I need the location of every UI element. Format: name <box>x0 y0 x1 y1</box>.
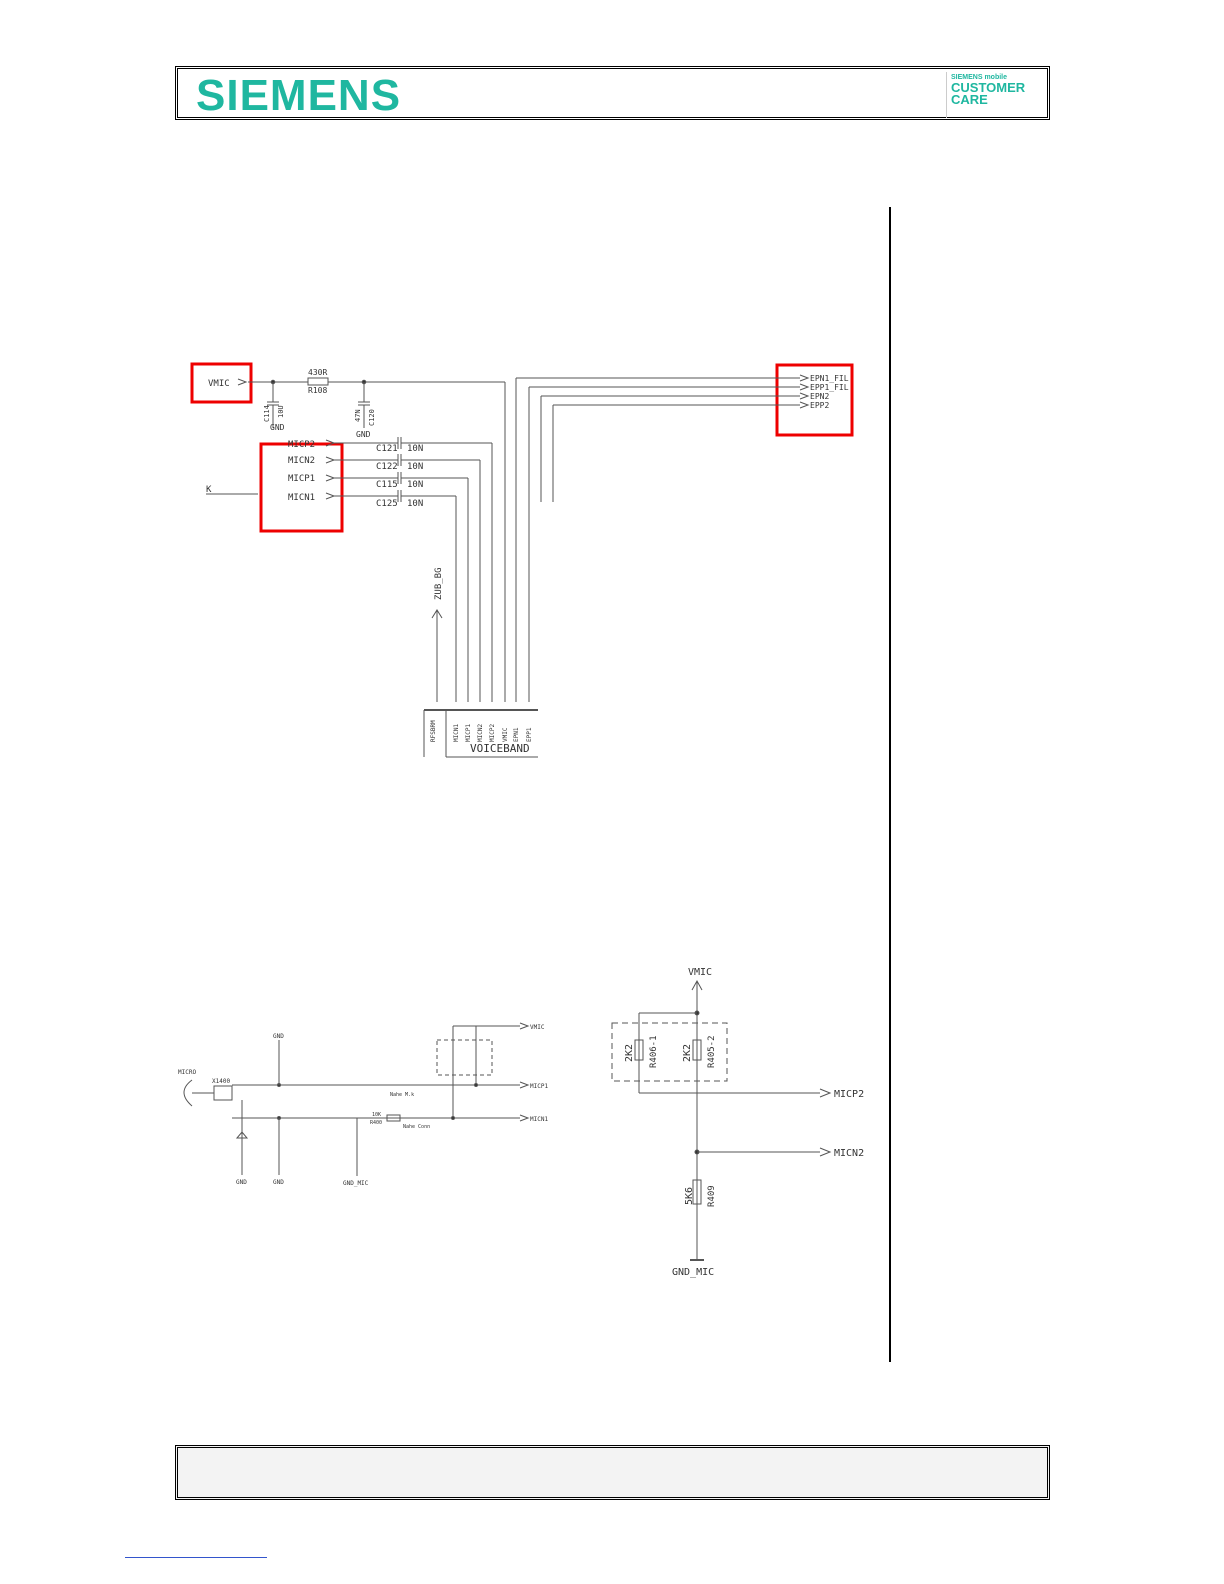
epn2-label: EPN2 <box>810 392 829 401</box>
page-header: SIEMENS SIEMENS mobile CUSTOMER CARE <box>175 66 1050 120</box>
x1400-connector <box>213 1085 233 1101</box>
r406-resistor <box>634 1039 644 1061</box>
voiceband-pin-label: MICN1 <box>453 724 460 742</box>
micn1-label: MICN1 <box>288 493 315 503</box>
voiceband-schematic: VMIC 430R R108 GND C114 10U GND 47N C120… <box>190 362 854 758</box>
epn1-label: EPN1_FIL <box>810 374 849 383</box>
r400-value: 10K <box>372 1112 381 1118</box>
voiceband-pin-label: EPP1 <box>526 727 533 742</box>
highlight-vmic <box>190 362 253 404</box>
siemens-logo: SIEMENS <box>196 71 402 120</box>
micro-label: MICRO <box>178 1069 196 1076</box>
r108-ref: R108 <box>308 386 327 395</box>
margin-rule <box>889 207 891 1362</box>
epp1-label: EPP1_FIL <box>810 383 849 392</box>
gnd-mic-bl-label: GND_MIC <box>343 1180 369 1187</box>
gnd1-label: GND <box>270 423 285 432</box>
highlight-mic-inputs <box>259 442 344 533</box>
note-conn: Nahe Conn <box>403 1124 430 1130</box>
microphone-schematic: MICRO X1400 MICP1 MICN1 GND GND GND GND_… <box>178 1022 548 1187</box>
page-footer <box>175 1445 1050 1500</box>
c120-ref: C120 <box>368 409 376 426</box>
voiceband-pins: RFSBRM MICN1 MICP1 MICN2 MICP2 VMIC EPN1 EPP1 <box>430 720 533 742</box>
voiceband-pin-label: MICP1 <box>465 724 472 742</box>
badge-brand: SIEMENS mobile <box>951 74 1008 81</box>
micp2-br-label: MICP2 <box>834 1089 864 1100</box>
r409-resistor <box>692 1179 702 1205</box>
r108-value: 430R <box>308 368 327 377</box>
gnd2-label: GND <box>356 430 371 439</box>
voiceband-label: VOICEBAND <box>470 742 530 755</box>
note-mic: Nahe M.k <box>390 1092 414 1098</box>
micn2-br-label: MICN2 <box>834 1148 864 1159</box>
c114-ref: C114 <box>263 405 271 422</box>
gnd-b-label: GND <box>273 1179 284 1186</box>
r108-resistor <box>307 377 329 386</box>
c115-ref: C115 <box>376 480 398 490</box>
bias-network-schematic: VMIC 2K2 R406-1 2K2 R405-2 MICP2 MICN2 5… <box>611 967 864 1278</box>
voiceband-pin-label: MICP2 <box>489 724 496 742</box>
microphone-icon <box>183 1079 193 1107</box>
gnd-top-label: GND <box>273 1033 284 1040</box>
r405-resistor <box>692 1039 702 1061</box>
c115-value: 10N <box>407 480 423 490</box>
badge-line1: CUSTOMER <box>951 80 1026 95</box>
r406-ref: R406-1 <box>649 1035 659 1068</box>
r405-ref: R405-2 <box>707 1035 717 1068</box>
gnd-mic-br-label: GND_MIC <box>672 1267 714 1278</box>
r400-ref: R400 <box>370 1120 382 1126</box>
x1400-ref: X1400 <box>212 1078 230 1085</box>
c125-ref: C125 <box>376 499 398 509</box>
r406-value: 2K2 <box>624 1044 635 1062</box>
c125-value: 10N <box>407 499 423 509</box>
k-label: K <box>206 485 212 495</box>
voiceband-pin-label: EPN1 <box>513 727 520 742</box>
customer-care-badge: SIEMENS mobile CUSTOMER CARE <box>946 72 1033 118</box>
micn2-label: MICN2 <box>288 456 315 466</box>
r405-value: 2K2 <box>682 1044 693 1062</box>
voiceband-pin-label: MICN2 <box>477 724 484 742</box>
vmic-br-label: VMIC <box>688 967 712 978</box>
zub-label: ZUB_BG <box>434 567 444 600</box>
micp2-label: MICP2 <box>288 440 315 450</box>
gnd-a-label: GND <box>236 1179 247 1186</box>
c122-ref: C122 <box>376 462 398 472</box>
voiceband-pin-label: VMIC <box>502 727 509 742</box>
c120-value: 47N <box>354 409 362 422</box>
c121-value: 10N <box>407 444 423 454</box>
badge-line2: CARE <box>951 92 988 107</box>
epp2-label: EPP2 <box>810 401 829 410</box>
r409-value: 5K6 <box>684 1187 695 1205</box>
vmic-bl-label: VMIC <box>530 1024 545 1031</box>
micn1-bl-label: MICN1 <box>530 1116 548 1123</box>
micp1-bl-label: MICP1 <box>530 1083 548 1090</box>
voiceband-pin-label: RFSBRM <box>430 720 437 742</box>
c121-ref: C121 <box>376 444 398 454</box>
vmic-arrow <box>237 378 248 386</box>
footer-link-underline[interactable] <box>125 1557 267 1558</box>
highlight-ep-outputs <box>775 363 854 437</box>
c122-value: 10N <box>407 462 423 472</box>
vmic-label: VMIC <box>208 379 230 389</box>
r409-ref: R409 <box>707 1185 717 1207</box>
c114-value: 10U <box>277 405 285 418</box>
micp1-label: MICP1 <box>288 474 315 484</box>
